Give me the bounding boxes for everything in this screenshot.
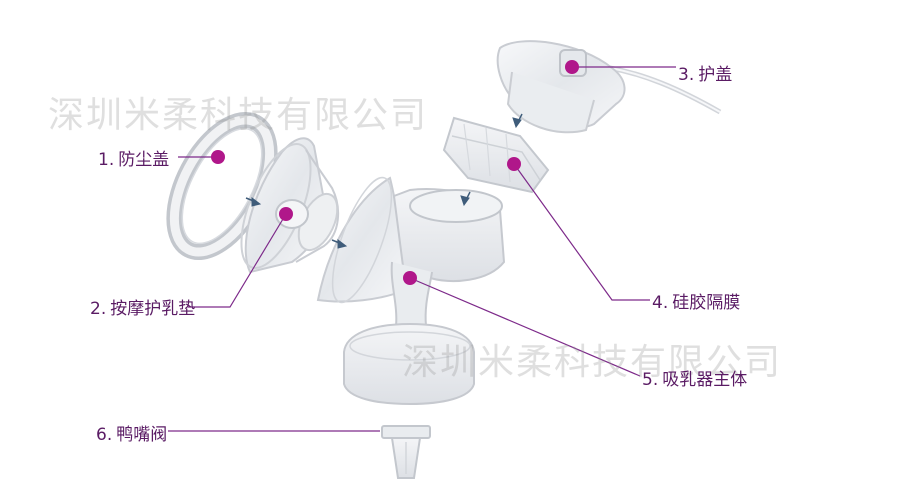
marker-dots <box>211 60 579 285</box>
watermark-upper: 深圳米柔科技有限公司 <box>48 95 429 136</box>
assembly-arrows <box>245 113 523 249</box>
label-number: 1. <box>98 150 115 170</box>
label-number: 5. <box>642 370 659 390</box>
label-protective-cover: 3.护盖 <box>678 60 732 85</box>
label-number: 2. <box>90 299 107 319</box>
label-number: 4. <box>652 293 669 313</box>
label-name: 吸乳器主体 <box>662 370 748 390</box>
part-silicone-diaphragm <box>442 116 550 194</box>
label-silicone-diaphragm: 4.硅胶隔膜 <box>652 288 740 313</box>
label-massage-cushion: 2.按摩护乳垫 <box>90 294 195 319</box>
label-name: 防尘盖 <box>118 150 170 170</box>
leader-lines <box>168 66 676 432</box>
label-duckbill-valve: 6.鸭嘴阀 <box>96 420 167 445</box>
label-number: 3. <box>678 65 695 85</box>
watermark-lower: 深圳米柔科技有限公司 <box>402 342 783 383</box>
label-name: 护盖 <box>698 65 733 85</box>
label-number: 6. <box>96 425 113 445</box>
label-name: 鸭嘴阀 <box>116 425 168 445</box>
part-duckbill-valve <box>381 425 431 479</box>
label-dust-cover: 1.防尘盖 <box>98 145 169 170</box>
part-main-body <box>316 176 506 406</box>
label-name: 按摩护乳垫 <box>110 299 196 319</box>
label-name: 硅胶隔膜 <box>672 293 741 313</box>
label-main-body: 5.吸乳器主体 <box>642 365 747 390</box>
